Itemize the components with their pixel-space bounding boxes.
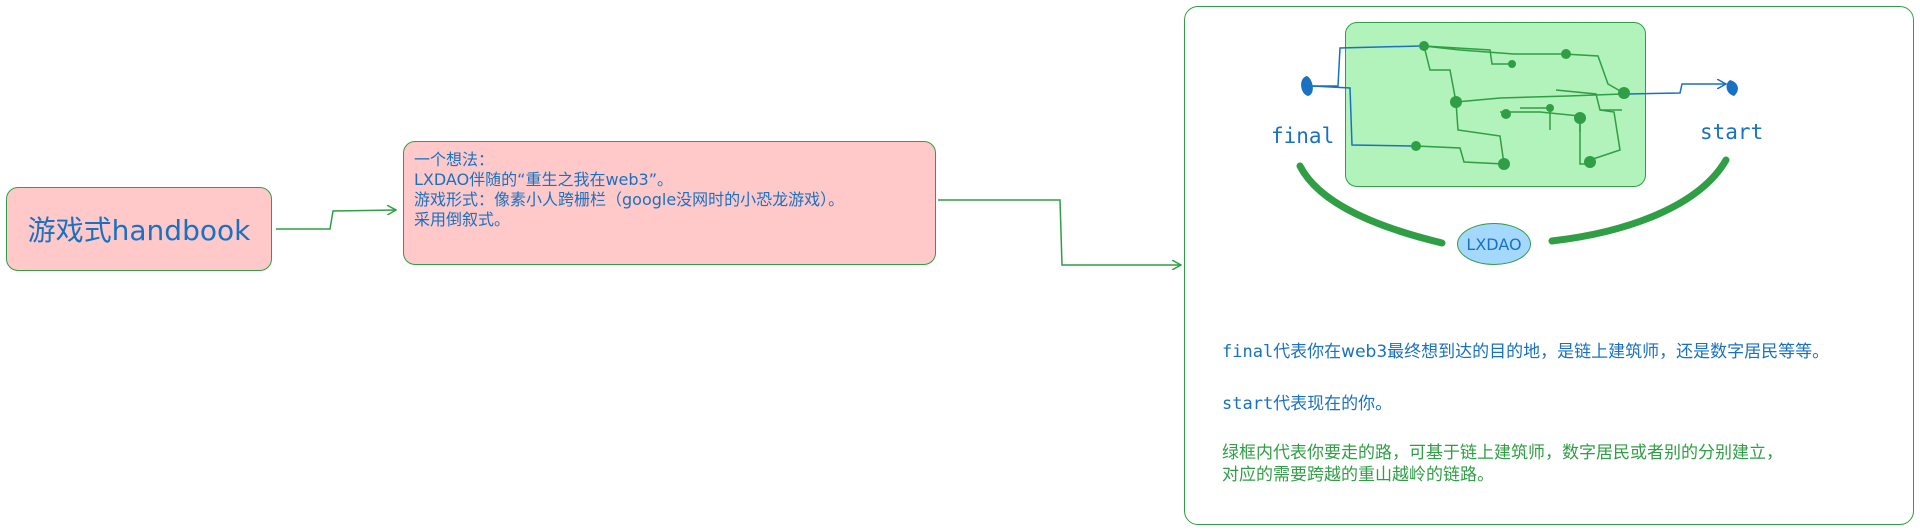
route-line — [1627, 84, 1726, 95]
title-node[interactable]: 游戏式handbook — [6, 187, 272, 271]
route-line — [1312, 45, 1421, 87]
route-nodes — [1411, 41, 1630, 170]
start-label: start — [1700, 120, 1764, 144]
final-keyword: final — [1222, 342, 1274, 362]
lxdao-badge-label: LXDAO — [1466, 234, 1522, 254]
green-box-description-line: 绿框内代表你要走的路，可基于链上建筑师，数字居民或者别的分别建立， — [1222, 443, 1783, 463]
green-box-description-line: 对应的需要跨越的重山越岭的链路。 — [1222, 465, 1494, 485]
route-line — [1311, 85, 1413, 147]
idea-line: 一个想法： — [414, 150, 495, 169]
idea-line: 采用倒叙式。 — [414, 210, 511, 229]
final-label: final — [1271, 124, 1335, 148]
start-description-text: 代表现在的你。 — [1273, 394, 1393, 414]
start-description: start代表现在的你。 — [1222, 393, 1392, 415]
final-start-arc-left — [1296, 162, 1446, 247]
final-marker-icon — [1301, 76, 1313, 96]
idea-node[interactable]: 一个想法： LXDAO伴随的“重生之我在web3”。 游戏形式：像素小人跨栅栏（… — [403, 141, 936, 265]
lxdao-badge[interactable]: LXDAO — [1457, 223, 1531, 265]
route-network — [1415, 45, 1623, 165]
path-box — [1345, 22, 1646, 187]
title-text: 游戏式handbook — [27, 214, 251, 247]
arrow-idea-to-panel — [938, 199, 1181, 265]
final-description: final代表你在web3最终想到达的目的地，是链上建筑师，还是数字居民等等。 — [1222, 341, 1829, 363]
idea-line: LXDAO伴随的“重生之我在web3”。 — [414, 170, 674, 189]
start-marker-icon — [1726, 80, 1738, 96]
idea-line: 游戏形式：像素小人跨栅栏（google没网时的小恐龙游戏）。 — [414, 190, 845, 209]
final-description-text: 代表你在web3最终想到达的目的地，是链上建筑师，还是数字居民等等。 — [1273, 342, 1830, 362]
green-box-description: 绿框内代表你要走的路，可基于链上建筑师，数字居民或者别的分别建立， 对应的需要跨… — [1222, 442, 1783, 486]
start-keyword: start — [1222, 394, 1274, 414]
final-start-arc-right — [1548, 156, 1730, 245]
arrow-title-to-idea — [276, 210, 396, 230]
